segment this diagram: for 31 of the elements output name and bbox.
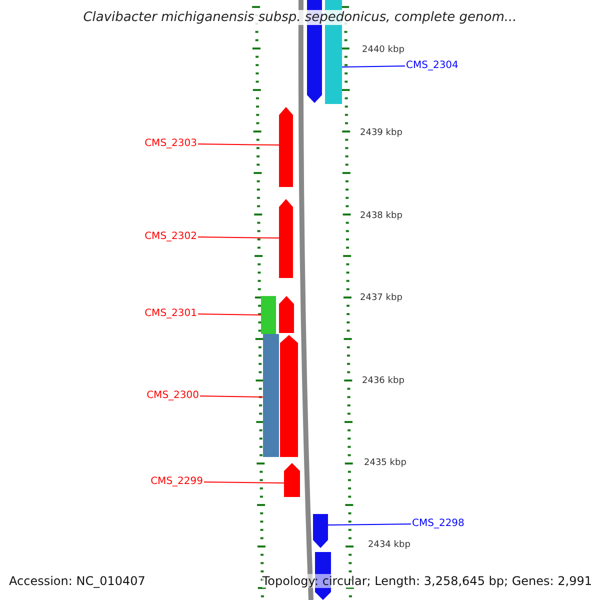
gene-block [279,296,294,333]
leader-line [328,524,412,526]
leader-line [204,482,284,484]
scale-label: 2437 kbp [360,293,402,303]
gene-block [279,107,293,187]
gene-block [313,514,328,548]
gene-label: CMS_2299 [150,476,203,488]
scale-label: 2439 kbp [360,128,402,138]
leader-line [198,144,280,146]
gene-label: CMS_2304 [406,60,458,72]
gene-label: CMS_2301 [144,308,197,320]
gene-block [284,463,300,497]
leader-line [198,236,280,238]
leader-line [200,396,264,398]
gene-block [280,335,298,457]
summary-text: Topology: circular; Length: 3,258,645 bp; Genes: 2,991 [262,574,592,588]
gene-label: CMS_2302 [144,231,197,243]
gene-label: CMS_2300 [146,390,199,402]
gene-block [279,199,293,278]
scale-label: 2434 kbp [368,540,410,550]
leader-line [342,66,406,68]
leader-line [198,314,262,316]
gene-block [261,296,276,334]
scale-label: 2436 kbp [362,376,404,386]
gene-label: CMS_2298 [412,518,464,530]
accession-text: Accession: NC_010407 [9,574,146,588]
scale-label: 2440 kbp [362,45,404,55]
scale-label: 2435 kbp [364,458,406,468]
scale-label: 2438 kbp [360,211,402,221]
gene-label: CMS_2303 [144,138,197,150]
gene-block [263,334,279,457]
